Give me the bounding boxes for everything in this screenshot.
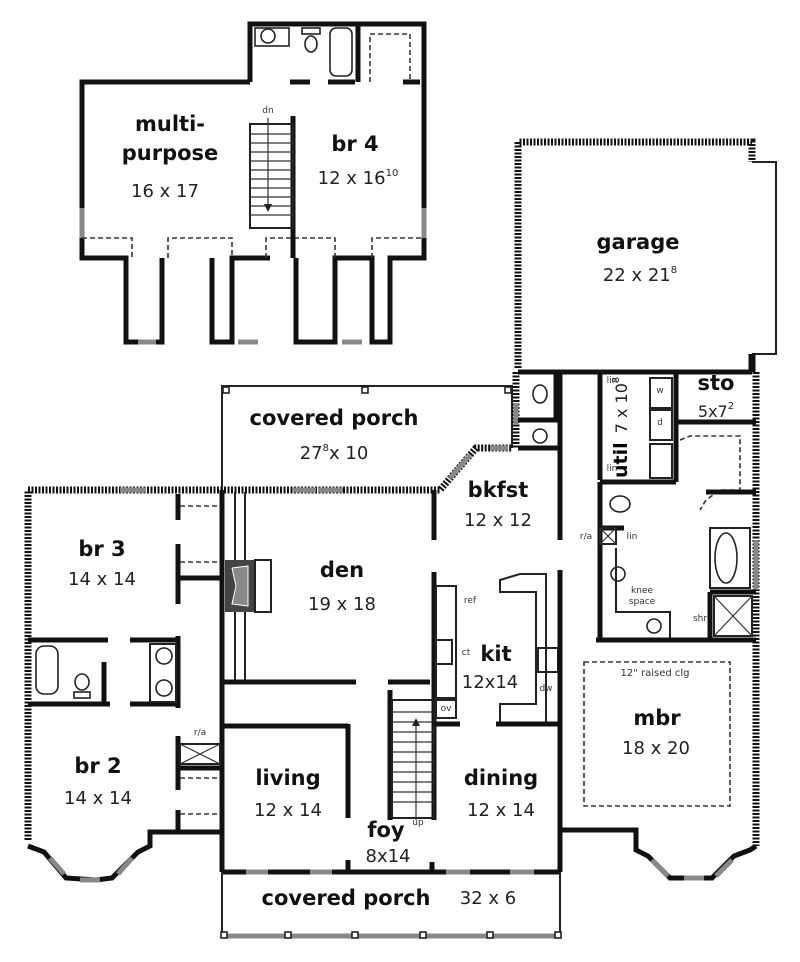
rear-porch [221,385,513,490]
room-name-foy: foy [367,818,405,842]
room-dim-bkfst: 12 x 12 [464,510,532,531]
label-lin-bath: lin [626,532,638,542]
room-dim-foy: 8x14 [365,846,411,867]
room-name-covered-porch-rear: covered porch [249,406,419,430]
room-util: util 7 x 108 [606,377,633,478]
room-name-bkfst: bkfst [467,478,529,502]
room-dim-covered-porch-rear: 278x 10 [299,443,369,464]
room-dim-kit: 12x14 [461,672,519,693]
label-oven: ov [440,704,452,714]
room-name-living: living [255,766,321,790]
mbr-raised-ceiling-note: 12" raised clg [620,668,690,679]
label-knee-space-line1: knee [631,586,653,596]
room-dim-multi-purpose: 16 x 17 [131,181,199,202]
room-dim-living: 12 x 14 [254,800,322,821]
room-name-multi-purpose-line1: multi- [135,112,205,136]
room-name-br2: br 2 [74,754,122,778]
room-name-dining: dining [463,766,539,790]
room-name-mbr: mbr [633,706,681,730]
label-knee-space-line2: space [628,597,656,607]
main-floor-walls [24,372,760,883]
room-name-kit: kit [480,642,512,666]
interior-walls [28,372,756,872]
front-porch [220,872,562,939]
stair-label-up: up [412,818,424,828]
label-cooktop: ct [461,648,471,658]
room-name-den: den [319,558,365,582]
room-name-covered-porch-front: covered porch [261,886,431,910]
room-name-br4: br 4 [331,132,379,156]
room-dim-mbr: 18 x 20 [622,738,690,759]
label-washer: w [656,386,664,396]
stair-label-dn: dn [262,106,274,116]
label-lin-util-bottom: lin [606,464,618,474]
label-lin-util-top: lin [606,376,618,386]
room-dim-dining: 12 x 14 [467,800,535,821]
room-dim-br4: 12 x 1610 [317,168,399,189]
label-ra-hall: r/a [193,728,207,738]
room-dim-sto: 5x72 [697,401,735,421]
room-dim-br3: 14 x 14 [68,569,136,590]
label-ra-bath: r/a [579,532,593,542]
room-dim-garage: 22 x 218 [602,265,678,286]
room-dim-br2: 14 x 14 [64,788,132,809]
upper-floor [79,21,427,345]
room-name-multi-purpose-line2: purpose [121,141,219,165]
room-dim-den: 19 x 18 [308,594,376,615]
room-name-br3: br 3 [78,537,126,561]
garage-area [514,138,777,375]
label-dishwasher: dw [539,684,553,694]
label-shower: shr [692,614,708,624]
room-name-garage: garage [596,230,680,254]
label-dryer: d [657,418,663,428]
label-refrigerator: ref [463,596,477,606]
room-dim-covered-porch-front: 32 x 6 [459,888,517,909]
room-name-sto: sto [697,371,735,395]
